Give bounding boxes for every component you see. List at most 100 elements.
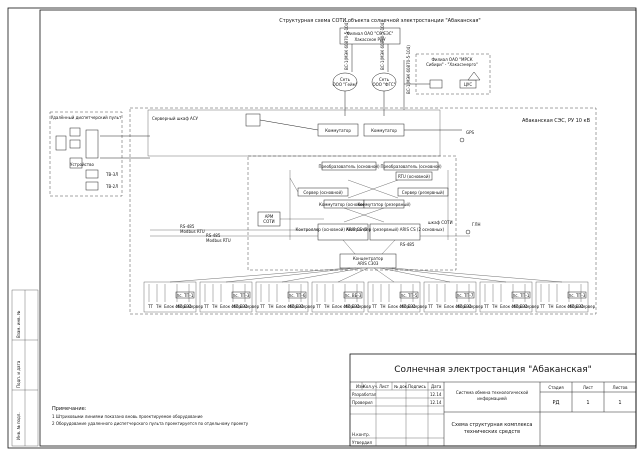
field-item: Сервер <box>580 304 596 309</box>
cloud-left-l1: Сеть <box>340 77 351 82</box>
tb-stage-val: РД <box>553 400 560 406</box>
cloud-right-l2: ООО "ФГС" <box>372 82 395 87</box>
block-conv-2: Преобразователь (основной) <box>380 164 442 169</box>
tb-role-dev: Разработал <box>352 392 377 397</box>
block-conv-1: Преобразователь (основной) <box>318 164 380 169</box>
station-area <box>129 107 597 315</box>
ctrl-2-label: Контроллер (резервный) ARIS CS (2 основн… <box>346 227 445 232</box>
tb-sheet-head: Лист <box>583 385 594 390</box>
cloud-right-l1: Сеть <box>379 77 390 82</box>
bus-label-2: Modbus RTU <box>180 229 205 234</box>
field-group-title: пс. ТП-6 <box>289 293 306 298</box>
arm-l1: АРМ <box>265 214 274 219</box>
soti-cabinet <box>247 155 457 271</box>
note-2: 2 Оборудование удаленного диспетчерского… <box>52 421 249 426</box>
field-group-header <box>511 291 531 299</box>
concentrator-l2: ARIS C303 <box>358 261 379 266</box>
tb-role-check: Проверил <box>352 400 373 405</box>
server-cabinet: Серверный шкаф АСУ Коммутатор Коммутатор <box>147 109 441 157</box>
stamp-sign-date: Подп. и дата <box>16 360 21 388</box>
stamp-replace: Взам. инв. № <box>16 311 21 338</box>
tb-col-izm: Изм. <box>356 384 365 389</box>
field-item: Сервер <box>244 304 260 309</box>
dist-filial-sub: ЦУС <box>464 82 473 87</box>
field-group-frame <box>143 281 197 313</box>
field-group-frame <box>367 281 421 313</box>
field-item: Блок сбора <box>276 304 300 309</box>
field-group-title: пс. ТП-1 <box>177 293 194 298</box>
field-item: ТН <box>491 304 497 309</box>
soti-blocks: Преобразователь (основной) Преобразовате… <box>297 161 449 209</box>
field-item: ТН <box>155 304 161 309</box>
tb-col-kol: Кол.уч. <box>363 384 378 389</box>
field-group-header <box>343 291 363 299</box>
field-item: МП ЕЭ4 <box>344 304 360 309</box>
field-item: МП ЕЭ4 <box>568 304 584 309</box>
field-item: Блок сбора <box>332 304 356 309</box>
cloud-right: Сеть ООО "ФГС" <box>371 72 397 92</box>
remote-label-device: Устройство <box>70 162 94 167</box>
gps-1-label: GPS <box>466 130 475 135</box>
cloud-left: Сеть ООО "Гейм" <box>333 72 358 92</box>
dist-filial-box: Филиал ОАО "МРСК Сибири" - "Хакасэнерго"… <box>415 53 491 95</box>
field-item: ТН <box>547 304 553 309</box>
arm-box: АРМ СОТИ <box>257 211 281 227</box>
remote-panel-title: Удалённый диспетчерский пульт <box>51 115 122 120</box>
field-group-title: пс. ТП-3 <box>569 293 586 298</box>
note-1: 1 Штриховыми линиями показано вновь прое… <box>52 414 203 419</box>
tb-role-approve: Утвердил <box>352 440 372 445</box>
field-item: МП ЕЭ4 <box>176 304 192 309</box>
field-group-header <box>231 291 251 299</box>
filial-box: Филиал ОАО "СО ЕЭС" Хакасское РДУ <box>339 27 401 45</box>
field-group-title: пс. ТП-3 <box>233 293 250 298</box>
field-group-frame <box>479 281 533 313</box>
field-item: Сервер <box>412 304 428 309</box>
filial-line2: Хакасское РДУ <box>354 37 386 42</box>
field-item: ТТ <box>147 304 153 309</box>
field-group-frame <box>535 281 589 313</box>
field-group-title: пс. ТП-1 <box>513 293 530 298</box>
server-cabinet-title: Серверный шкаф АСУ <box>152 116 199 121</box>
drawing-frame <box>39 9 637 447</box>
field-item: Блок сбора <box>164 304 188 309</box>
field-item: МП ЕЭ4 <box>232 304 248 309</box>
field-item: Сервер <box>188 304 204 309</box>
filial-line1: Филиал ОАО "СО ЕЭС" <box>347 31 394 36</box>
field-item: ТТ <box>259 304 265 309</box>
channel-right-label: ВС-1(МЭК 60870-5-104) <box>380 21 385 70</box>
field-group-header <box>455 291 475 299</box>
field-item: ТН <box>379 304 385 309</box>
tb-sheets-head: Листов <box>613 385 629 390</box>
field-item: МП ЕЭ4 <box>456 304 472 309</box>
title-block: Изм. Кол.уч. Лист № док. Подпись Дата Ра… <box>349 353 637 447</box>
tb-sheets-val: 1 <box>618 400 621 406</box>
field-item: Блок сбора <box>556 304 580 309</box>
dist-filial-l2: Сибири" - "Хакасэнерго" <box>426 62 478 67</box>
tb-sheet-title-l2: технических средств <box>464 429 520 435</box>
field-group-title: пс. ТП-5 <box>401 293 418 298</box>
station-title: Абаканская СЭС, РУ 10 кВ <box>522 118 591 124</box>
tb-sheet-val: 1 <box>586 400 589 406</box>
field-item: МП ЕЭ4 <box>400 304 416 309</box>
field-group-frame <box>199 281 253 313</box>
bus-label-4: Modbus RTU <box>206 238 231 243</box>
gps-2-label: ГЛН <box>472 222 480 227</box>
field-item: ТТ <box>203 304 209 309</box>
field-item: Блок сбора <box>444 304 468 309</box>
tb-sheet-title-l1: Схема структурная комплекса <box>452 422 533 428</box>
bus-label-5: RS-485 <box>400 242 415 247</box>
field-item: Блок сбора <box>388 304 412 309</box>
field-item: Блок сбора <box>500 304 524 309</box>
field-item: МП ЕЭ4 <box>512 304 528 309</box>
notes: Примечание: 1 Штриховыми линиями показан… <box>52 406 249 426</box>
field-group-title: пс. ТП-7 <box>457 293 474 298</box>
field-item: ТТ <box>483 304 489 309</box>
block-server-2: Сервер (резервный) <box>402 190 445 195</box>
side-stamp: Взам. инв. № Подп. и дата Инв. № подл. <box>11 289 39 447</box>
field-group-header <box>399 291 419 299</box>
field-item: ТТ <box>371 304 377 309</box>
